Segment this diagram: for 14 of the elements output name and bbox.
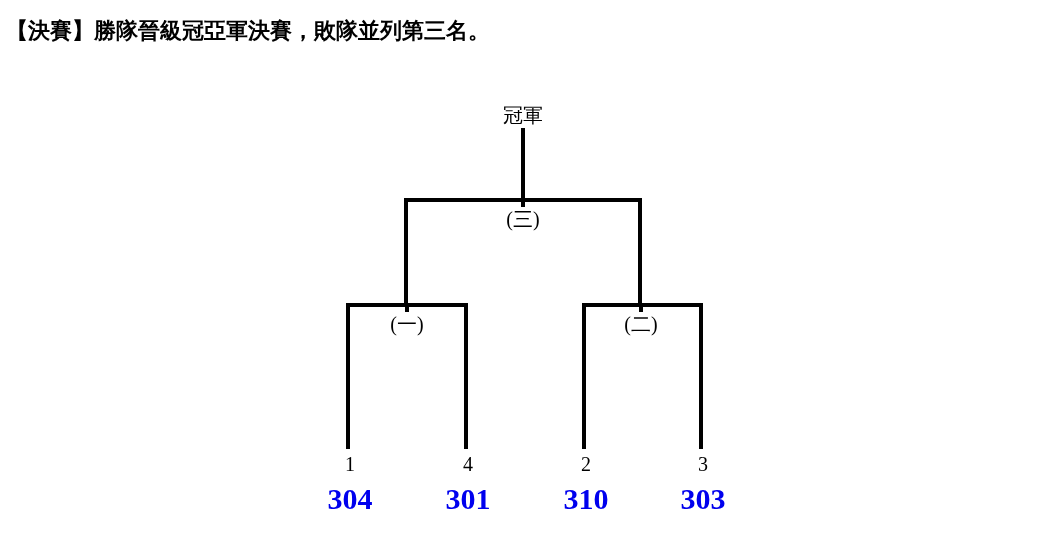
class-number: 303: [679, 483, 727, 515]
seed-number: 4: [462, 453, 474, 475]
class-number: 304: [326, 483, 374, 515]
match-label: (一): [389, 313, 425, 335]
seed-number: 1: [344, 453, 356, 475]
match-label: (二): [623, 313, 659, 335]
bracket-line: [521, 128, 525, 200]
class-number: 301: [444, 483, 492, 515]
class-number: 310: [562, 483, 610, 515]
title: 【決賽】勝隊晉級冠亞軍決賽，敗隊並列第三名。: [6, 17, 490, 45]
match-label: (三): [505, 208, 541, 230]
champion-label: 冠軍: [502, 104, 544, 126]
seed-number: 2: [580, 453, 592, 475]
seed-number: 3: [697, 453, 709, 475]
